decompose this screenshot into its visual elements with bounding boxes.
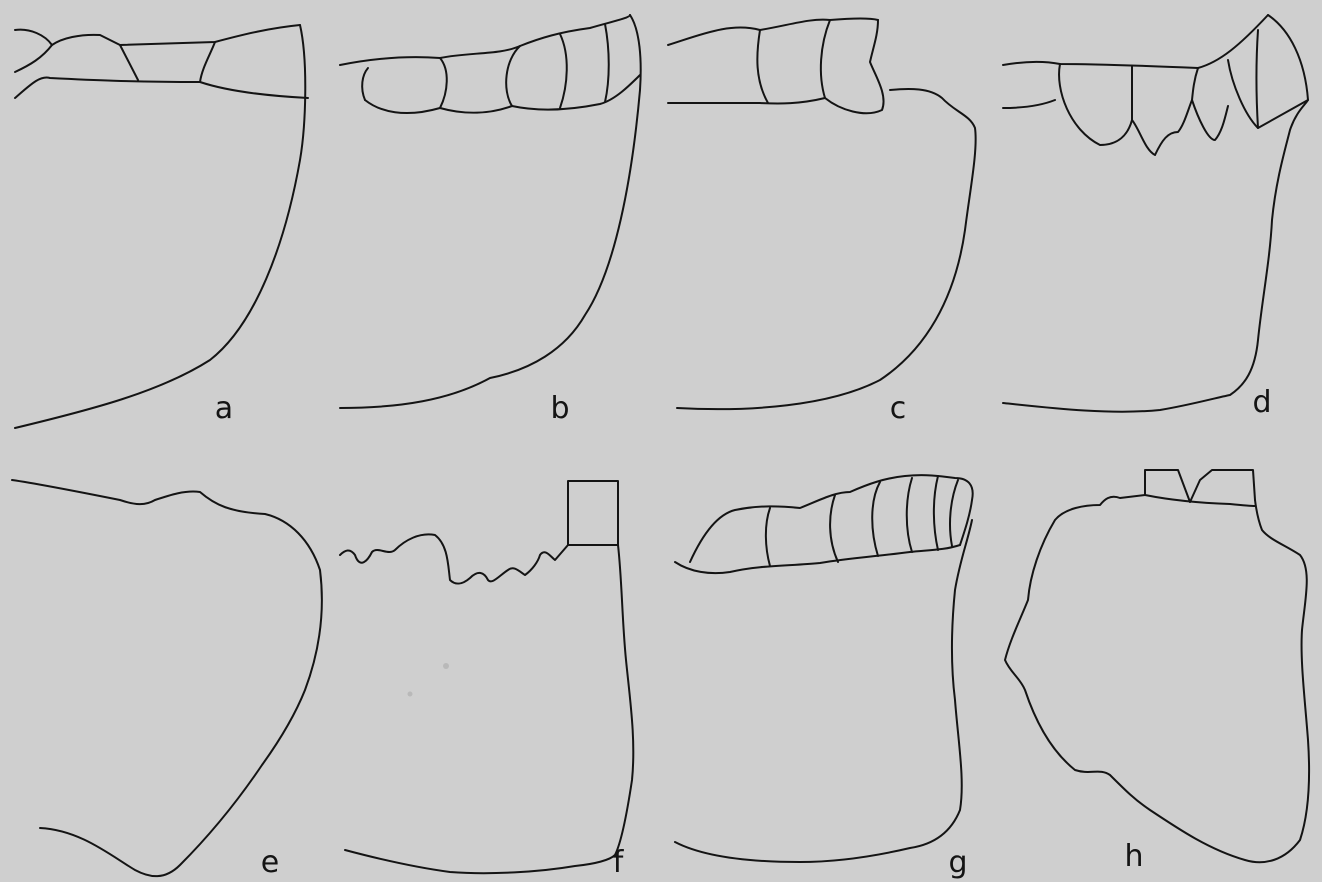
panel-h-occlusal-line [1145,495,1255,506]
panel-b-tooth-2 [440,58,447,108]
panel-h-jaw-outline [1005,495,1309,862]
panel-g-jaw-outline [675,520,972,862]
panel-c-tooth-divider-1 [757,30,768,103]
panel-a-tooth-divider-1 [120,45,138,80]
panel-b-tooth-lower [365,75,640,113]
panel-d-tooth-divider-2 [1192,68,1198,100]
panel-a: a [15,25,308,428]
panel-f-label: f [613,845,625,880]
panel-d-tooth-lower [1003,100,1055,108]
panel-d: d [1003,15,1308,420]
panel-g-tooth-upper [690,475,973,562]
panel-b-jaw-outline [340,15,641,408]
panel-b-tooth-3 [506,46,520,106]
panel-c-label: c [890,391,907,426]
panel-f: f [340,481,633,880]
panel-d-label: d [1252,385,1271,420]
panel-g-label: g [948,845,967,880]
panel-d-jaw-outline [1003,15,1308,412]
panel-g-tooth-divider-5 [934,476,938,550]
panel-g-tooth-divider-3 [872,482,880,556]
panel-g-tooth-divider-6 [950,480,958,546]
panel-g-tooth-divider-4 [907,478,912,552]
panel-f-alveolar-margin [340,534,568,583]
panel-g-tooth-lower [675,545,960,573]
panel-h-label: h [1124,839,1143,874]
panel-a-label: a [215,391,233,426]
panel-e-jaw-outline [12,480,322,876]
panel-a-crossing-line [15,45,52,72]
panel-b: b [340,15,641,426]
panel-c-tooth-divider-2 [821,20,830,98]
panel-b-tooth-1 [362,68,368,100]
panel-g-tooth-divider-2 [830,495,838,562]
panel-h-tooth-2 [1190,470,1255,502]
panel-a-jaw-outline [15,25,305,428]
panel-b-tooth-4 [560,34,567,108]
panel-b-tooth-upper [340,15,630,65]
panel-c-occlusal-line [668,98,825,103]
panel-a-lower-tooth-line [15,77,308,98]
panel-f-tooth [568,481,618,545]
panel-b-tooth-5 [605,24,609,102]
panel-a-tooth-divider-2 [200,42,215,82]
panel-e-label: e [261,845,279,880]
panel-h: h [1005,470,1309,874]
panel-e: e [12,480,322,880]
panel-c-tooth-upper [668,19,878,46]
panel-f-speck-1 [443,663,449,669]
panel-f-jaw-outline [345,545,633,873]
panel-c-tooth-crown [825,20,884,113]
panel-d-molar [1059,64,1228,155]
panel-g: g [675,475,973,880]
panel-d-incisor-divider [1257,30,1259,128]
panel-c: c [668,19,976,427]
panel-f-speck-2 [408,692,413,697]
panel-g-tooth-divider-1 [766,508,770,566]
panel-c-jaw-outline [677,89,976,409]
panel-a-upper-tooth-line [15,25,300,45]
panel-b-label: b [550,391,569,426]
